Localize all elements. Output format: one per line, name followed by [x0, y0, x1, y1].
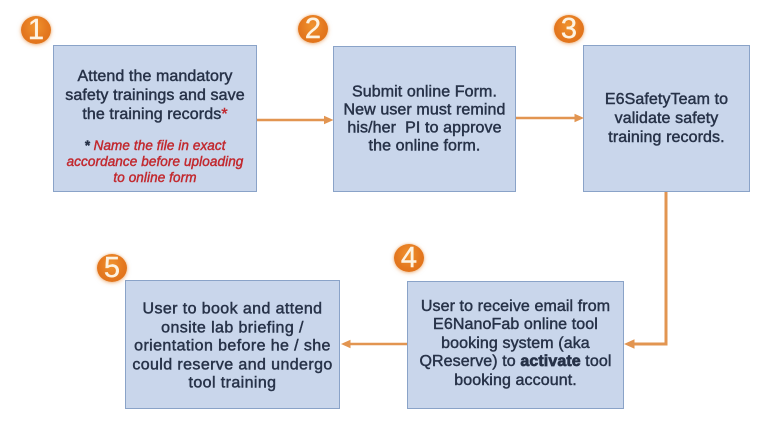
text-segment: *: [84, 138, 94, 153]
text-line: tool training: [126, 375, 339, 394]
text-line: validate safety: [584, 109, 749, 128]
text-line: his/her PI to approve: [334, 119, 515, 138]
text-line: New user must remind: [334, 101, 515, 120]
text-segment: New user must remind: [343, 101, 506, 119]
text-segment: Attend the mandatory: [77, 68, 233, 85]
step-number-badge-5: 5: [97, 251, 127, 284]
step-number-badge-3: 3: [554, 12, 584, 45]
text-line: could reserve and undergo: [126, 356, 339, 375]
text-line: E6SafetyTeam to: [584, 90, 749, 109]
text-segment: *: [221, 106, 228, 123]
arrowhead-step3-to-step4: [624, 339, 635, 349]
text-line: Submit online Form.: [334, 83, 515, 102]
text-segment: booking account.: [454, 371, 577, 389]
arrowhead-step4-to-step5: [341, 339, 351, 349]
text-segment: the training records: [82, 106, 222, 123]
text-segment: his/her PI to approve: [347, 119, 502, 137]
text-line: User to receive email from: [408, 298, 623, 317]
text-line: the training records*: [54, 105, 256, 124]
text-segment: to online form: [113, 170, 197, 185]
text-line: User to book and attend: [126, 301, 339, 320]
text-segment: onsite lab briefing /: [161, 319, 304, 337]
step-number-2: 2: [304, 12, 322, 45]
step-box-1-text: Attend the mandatory safety trainings and…: [54, 54, 256, 199]
text-segment: activate: [520, 353, 581, 371]
text-line: onsite lab briefing /: [126, 319, 339, 338]
step-box-1: Attend the mandatory safety trainings and…: [53, 45, 257, 192]
step-number-1: 1: [27, 13, 45, 46]
text-segment: User to receive email from: [420, 297, 611, 315]
text-segment: User to book and attend: [142, 300, 323, 318]
text-segment: validate safety: [614, 110, 719, 127]
text-segment: E6SafetyTeam to: [604, 91, 729, 108]
step-number-badge-4: 4: [394, 241, 424, 274]
arrow-step3-to-step4: [633, 192, 668, 346]
text-line: [54, 124, 256, 138]
text-segment: Submit online Form.: [351, 83, 498, 101]
step-box-3: E6SafetyTeam to validate safety training r…: [583, 45, 750, 192]
step-number-badge-1: 1: [21, 13, 51, 46]
text-line: booking account.: [408, 372, 623, 391]
text-line: accordance before uploading: [54, 154, 256, 170]
text-segment: QReserve) to: [419, 353, 521, 371]
step-box-3-text: E6SafetyTeam to validate safety training r…: [584, 46, 749, 191]
text-segment: booking system (aka: [441, 334, 590, 352]
text-line: training records.: [584, 128, 749, 147]
text-segment: accordance before uploading: [66, 154, 244, 169]
text-segment: Name the file in exact: [93, 138, 226, 153]
text-segment: tool training: [188, 374, 277, 392]
text-segment: tool: [580, 353, 612, 371]
step-number-5: 5: [103, 251, 121, 284]
text-line: * Name the file in exact: [54, 138, 256, 154]
text-segment: orientation before he / she: [134, 337, 331, 355]
text-line: orientation before he / she: [126, 338, 339, 357]
step-number-badge-2: 2: [298, 12, 328, 45]
text-segment: the online form.: [368, 137, 481, 155]
text-line: safety trainings and save: [54, 86, 256, 105]
text-segment: safety trainings and save: [65, 87, 245, 104]
text-segment: training records.: [608, 129, 725, 146]
text-segment: E6NanoFab online tool: [433, 316, 598, 334]
text-line: booking system (aka: [408, 335, 623, 354]
text-line: to online form: [54, 170, 256, 186]
text-segment: could reserve and undergo: [132, 356, 333, 374]
text-line: the online form.: [334, 137, 515, 156]
step-number-3: 3: [560, 12, 578, 45]
text-line: E6NanoFab online tool: [408, 316, 623, 335]
step-number-4: 4: [400, 241, 418, 274]
text-line: Attend the mandatory: [54, 67, 256, 86]
text-line: QReserve) to activate tool: [408, 353, 623, 372]
